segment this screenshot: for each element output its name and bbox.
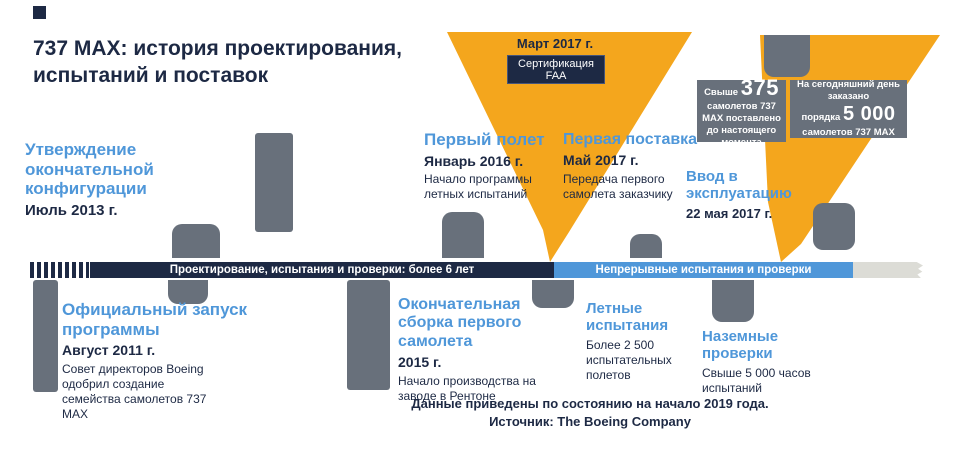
milestone-heading: Первая поставка: [563, 131, 698, 148]
timeline-ongoing-segment: Непрерывные испытания и проверки: [554, 262, 853, 278]
timeline-barcode-tick: [86, 262, 89, 278]
page-title: 737 MAX: история проектирования, испытан…: [33, 37, 402, 87]
footnote: Данные приведены по состоянию на начало …: [400, 395, 780, 430]
milestone-note: Совет директоров Boeing одобрил создание…: [62, 361, 207, 421]
milestone-note: Передача первого самолета заказчику: [563, 172, 673, 202]
connector-stub: [172, 224, 220, 258]
timeline-ongoing-label: Непрерывные испытания и проверки: [595, 264, 812, 276]
connector-stub: [630, 234, 662, 258]
stat-ordered-number: 5 000: [842, 103, 896, 126]
milestone-date: Январь 2016 г.: [424, 152, 524, 169]
stat-delivered-prefix: Свыше: [704, 86, 739, 98]
timeline-design-label: Проектирование, испытания и проверки: бо…: [169, 264, 475, 276]
connector-stub: [442, 212, 484, 258]
stat-delivered-suffix: самолетов 737 MAX поставлено до настояще…: [702, 101, 781, 148]
milestone-heading: Летные испытания: [586, 300, 669, 335]
milestone-heading: Ввод в эксплуатацию: [686, 168, 792, 203]
timeline-design-segment: Проектирование, испытания и проверки: бо…: [90, 262, 554, 278]
milestone-heading: Утверждение окончательной конфигурации: [25, 140, 154, 199]
connector-pillar: [33, 280, 58, 392]
stat-delivered-box: Свыше 375 самолетов 737 MAX поставлено д…: [697, 75, 786, 148]
stat-delivered-top: Свыше 375: [704, 74, 779, 102]
stat-ordered-line1: На сегодняшний день заказано: [796, 78, 901, 102]
connector-stub: [532, 280, 574, 308]
milestone-date: 2015 г.: [398, 354, 442, 371]
connector-pillar: [347, 280, 390, 390]
milestone-heading: Наземные проверки: [702, 328, 779, 363]
milestone-entry-into-service: Ввод в эксплуатацию 22 мая 2017 г.: [686, 168, 794, 221]
stat-ordered-mid-row: порядка 5 000: [801, 102, 895, 127]
stat-delivered-number: 375: [740, 74, 779, 100]
milestone-program-launch: Официальный запуск программы Август 2011…: [62, 300, 267, 422]
milestone-note: Более 2 500 испытательных полетов: [586, 337, 672, 382]
connector-pillar: [255, 133, 293, 232]
connector-stub: [712, 280, 754, 322]
stat-ordered-suffix: самолетов 737 MAX: [802, 127, 895, 139]
milestone-note: Начало программы летных испытаний: [424, 172, 532, 202]
faa-pin-shape: [447, 32, 692, 262]
timeline-tail: [853, 262, 923, 278]
timeline-barcode: [30, 262, 86, 278]
milestone-note: Свыше 5 000 часов испытаний: [702, 365, 811, 395]
footnote-line2: Источник: The Boeing Company: [489, 413, 691, 429]
milestone-ground-checks: Наземные проверки Свыше 5 000 часов испы…: [702, 328, 814, 396]
milestone-note: Начало производства на заводе в Рентоне: [398, 373, 536, 403]
stat-ordered-box: На сегодняшний день заказано порядка 5 0…: [790, 78, 907, 139]
milestone-flight-testing: Летные испытания Более 2 500 испытательн…: [586, 300, 704, 383]
logo-mark: [33, 6, 46, 19]
milestone-date: Май 2017 г.: [563, 152, 639, 169]
milestone-first-delivery: Первая поставка Май 2017 г. Передача пер…: [563, 131, 705, 202]
milestone-date: Август 2011 г.: [62, 342, 156, 359]
connector-stub: [168, 280, 208, 304]
milestone-final-assembly: Окончательная сборка первого самолета 20…: [398, 296, 560, 404]
footnote-line1: Данные приведены по состоянию на начало …: [411, 396, 769, 411]
milestone-date: 22 мая 2017 г.: [686, 205, 773, 221]
faa-certification-box: Сертификация FAA: [507, 55, 605, 84]
stat-ordered-mid: порядка: [801, 112, 841, 124]
milestone-date: Июль 2013 г.: [25, 201, 118, 219]
faa-pin-date: Март 2017 г.: [516, 36, 594, 51]
connector-pillar: [813, 203, 855, 250]
connector-pillar: [764, 35, 810, 77]
milestone-heading: Первый полет: [424, 130, 545, 149]
milestone-firm-configuration: Утверждение окончательной конфигурации И…: [25, 140, 237, 220]
milestone-heading: Официальный запуск программы: [62, 300, 248, 339]
milestone-heading: Окончательная сборка первого самолета: [398, 296, 522, 350]
milestone-first-flight: Первый полет Январь 2016 г. Начало прогр…: [424, 130, 548, 202]
